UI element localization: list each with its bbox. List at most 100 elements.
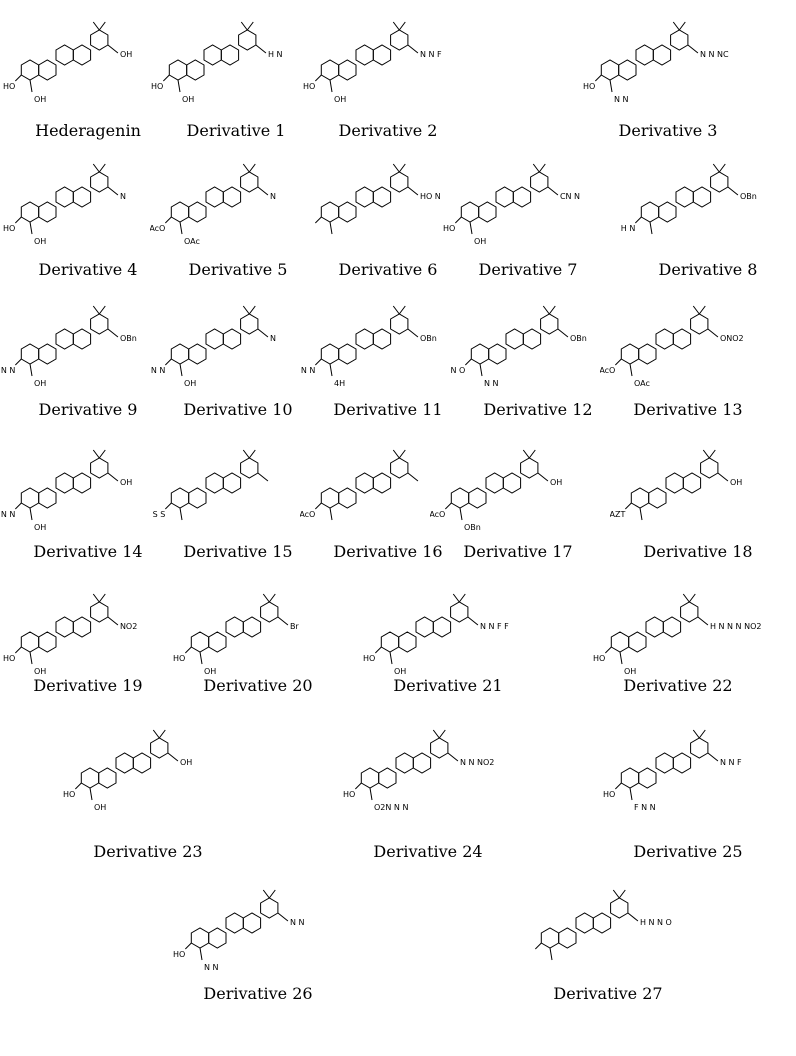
c3-substituent: HO bbox=[63, 790, 75, 799]
c23-substituent: OH bbox=[34, 95, 46, 104]
ring-0 bbox=[600, 59, 620, 81]
ring-1 bbox=[638, 343, 657, 365]
c28-bond bbox=[407, 472, 419, 482]
c28-substituent: N N F bbox=[420, 50, 442, 59]
methyl-bond bbox=[248, 163, 256, 173]
c28-bond bbox=[255, 44, 267, 54]
c3-substituent: HO bbox=[443, 224, 455, 233]
methyl-bond bbox=[242, 449, 250, 459]
c28-substituent: H N N N NO2 bbox=[710, 622, 762, 631]
ring-4 bbox=[90, 171, 109, 193]
c23-bond bbox=[329, 79, 333, 93]
ring-1 bbox=[618, 59, 637, 81]
ring-3 bbox=[72, 44, 92, 66]
c3-bond bbox=[624, 502, 632, 510]
ring-3 bbox=[132, 752, 152, 774]
compound-label: Hederagenin bbox=[35, 121, 141, 140]
ring-4 bbox=[90, 457, 109, 479]
c28-bond bbox=[257, 328, 269, 338]
structure-15: HN S S bbox=[150, 449, 269, 521]
methyl-bond bbox=[458, 593, 466, 603]
c23-bond bbox=[177, 79, 181, 93]
c23-substituent: F N N bbox=[634, 803, 656, 812]
c3-bond bbox=[14, 502, 22, 510]
methyl-bond bbox=[548, 305, 556, 315]
ring-1 bbox=[338, 343, 357, 365]
c3-bond bbox=[314, 358, 322, 366]
ring-0 bbox=[320, 201, 340, 223]
compound-label: Derivative 12 bbox=[483, 400, 593, 419]
ring-2 bbox=[355, 472, 374, 494]
ring-1 bbox=[658, 201, 677, 223]
ring-3 bbox=[372, 472, 392, 494]
ring-0 bbox=[20, 631, 40, 653]
ring-2 bbox=[395, 752, 414, 774]
c23-bond bbox=[329, 507, 333, 521]
ring-3 bbox=[222, 186, 242, 208]
c3-bond bbox=[314, 216, 322, 224]
ring-2 bbox=[205, 472, 224, 494]
ring-1 bbox=[468, 487, 487, 509]
ring-0 bbox=[170, 343, 190, 365]
ring-0 bbox=[168, 59, 188, 81]
ring-0 bbox=[460, 201, 480, 223]
c28-bond bbox=[277, 912, 289, 922]
c3-bond bbox=[614, 358, 622, 366]
c28-bond bbox=[727, 186, 739, 196]
methyl-bond bbox=[692, 305, 700, 315]
c3-bond bbox=[444, 502, 452, 510]
c28-bond bbox=[717, 472, 729, 482]
c3-substituent: HO bbox=[173, 950, 185, 959]
methyl-bond bbox=[432, 729, 440, 739]
c23-substituent: OAc bbox=[184, 237, 200, 246]
compound-label: Derivative 1 bbox=[186, 121, 286, 140]
c23-bond bbox=[609, 79, 613, 93]
c3-substituent: N N bbox=[1, 366, 16, 375]
c3-substituent: N O bbox=[451, 366, 466, 375]
methyl-bond bbox=[672, 21, 680, 31]
c3-substituent: HO bbox=[603, 790, 615, 799]
ring-3 bbox=[502, 472, 522, 494]
c28-substituent: N N NO2 bbox=[460, 758, 494, 767]
ring-1 bbox=[38, 487, 57, 509]
methyl-bond bbox=[542, 305, 550, 315]
c3-bond bbox=[634, 216, 642, 224]
c28-substituent: N N bbox=[290, 918, 305, 927]
ring-2 bbox=[665, 472, 684, 494]
ring-2 bbox=[635, 44, 654, 66]
c3-substituent: HO bbox=[3, 82, 15, 91]
ring-0 bbox=[80, 767, 100, 789]
methyl-bond bbox=[682, 593, 690, 603]
compound-label: Derivative 20 bbox=[203, 676, 313, 695]
c23-substituent: OH bbox=[34, 667, 46, 674]
ring-3 bbox=[72, 328, 92, 350]
c3-bond bbox=[14, 646, 22, 654]
methyl-bond bbox=[392, 449, 400, 459]
c23-bond bbox=[549, 947, 553, 961]
c28-substituent: OH bbox=[550, 478, 562, 487]
compound-label: Derivative 13 bbox=[633, 400, 743, 419]
c3-bond bbox=[314, 502, 322, 510]
ring-0 bbox=[470, 343, 490, 365]
methyl-bond bbox=[98, 21, 106, 31]
ring-0 bbox=[450, 487, 470, 509]
methyl-bond bbox=[712, 163, 720, 173]
ring-4 bbox=[540, 313, 559, 335]
ring-3 bbox=[372, 328, 392, 350]
ring-2 bbox=[655, 328, 674, 350]
ring-0 bbox=[20, 201, 40, 223]
ring-4 bbox=[240, 171, 259, 193]
c3-substituent: N N bbox=[151, 366, 166, 375]
c28-substituent: NO2 bbox=[120, 622, 137, 631]
c28-substituent: N N NC bbox=[700, 50, 729, 59]
ring-4 bbox=[238, 29, 257, 51]
c28-bond bbox=[707, 328, 719, 338]
